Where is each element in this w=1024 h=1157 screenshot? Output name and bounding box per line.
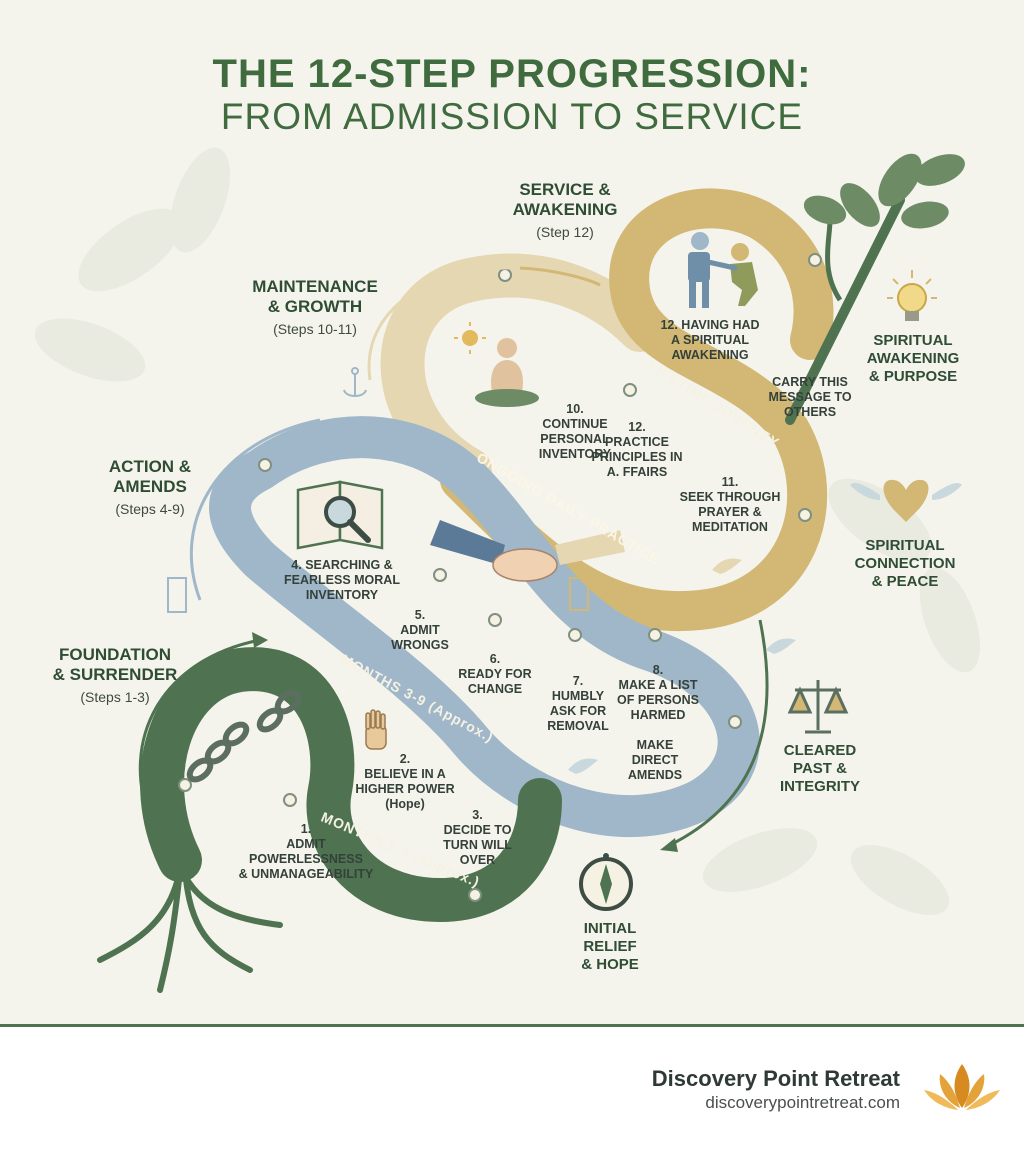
handshake-icon (430, 520, 625, 582)
roots (97, 867, 283, 993)
step-4-label: 4. SEARCHING & FEARLESS MORAL INVENTORY (284, 558, 400, 602)
scales-icon (787, 680, 849, 734)
step-12-practice-label: 12. PRACTICE PRINCIPLES IN A. FFAIRS (591, 420, 683, 479)
milestone-dots (178, 253, 822, 902)
maintenance-path (380, 253, 662, 492)
tree-icon (785, 153, 965, 425)
moon-icon (535, 330, 548, 353)
door-icon (167, 577, 187, 613)
winged-heart-icon (850, 479, 962, 522)
arrow-service (519, 266, 601, 287)
anchor-icon (343, 367, 367, 397)
step-7-label: 7. HUMBLY ASK FOR REMOVAL (547, 674, 609, 733)
footer (0, 1024, 1024, 1157)
carry-message-label: CARRY THIS MESSAGE TO OTHERS (768, 375, 852, 419)
sun-icon (454, 322, 486, 354)
dove-icon (712, 558, 742, 574)
background-leaves (34, 147, 981, 915)
infographic-stage: THE 12-STEP PROGRESSION: FROM ADMISSION … (34, 52, 981, 993)
action-path (209, 416, 760, 838)
arrow-return (669, 619, 769, 847)
helping-hand-icon (688, 232, 758, 308)
step-3-label: 3. DECIDE TO TURN WILL OVER (443, 808, 512, 867)
step-11-label: 11. SEEK THROUGH PRAYER & MEDITATION (679, 475, 781, 534)
step-5-label: 5. ADMIT WRONGS (391, 608, 449, 652)
dove-icon (766, 638, 796, 654)
page-title: THE 12-STEP PROGRESSION: (212, 52, 812, 96)
raised-hand-icon (365, 709, 387, 750)
page-subtitle: FROM ADMISSION TO SERVICE (220, 96, 804, 137)
arrow-head-foundation (252, 632, 268, 648)
lotus-logo-icon (924, 1064, 1000, 1110)
stage-action: ACTION & AMENDS (Steps 4-9) (108, 457, 192, 517)
compass-icon (579, 853, 633, 911)
lightbulb-icon (887, 270, 937, 321)
broken-chain-icon (186, 689, 302, 783)
brand-name: Discovery Point Retreat (651, 1066, 900, 1091)
step-10-label: 10. CONTINUE PERSONAL INVENTORY (538, 402, 612, 461)
step-6-label: 6. READY FOR CHANGE (458, 652, 532, 696)
outcome-purpose: SPIRITUAL AWAKENING & PURPOSE (866, 332, 960, 385)
step-8-label: 8. MAKE A LIST OF PERSONS HARMED (617, 663, 699, 722)
step-12-awakening-label: 12. HAVING HAD A SPIRITUAL AWAKENING (660, 318, 760, 362)
door-icon (569, 577, 589, 611)
step-1-label: 1. ADMIT POWERLESSNESS & UNMANAGEABILITY (238, 822, 374, 881)
outcome-integrity: CLEARED PAST & INTEGRITY (779, 742, 860, 795)
stage-maintenance: MAINTENANCE & GROWTH (Steps 10-11) (252, 277, 378, 337)
arrow-foundation (138, 638, 261, 821)
stage-service: SERVICE & AWAKENING (Step 12) (512, 180, 618, 240)
dove-icon (568, 758, 598, 774)
foundation-path (140, 647, 562, 923)
arrow-head-return (660, 838, 678, 852)
arrow-maintenance (367, 266, 521, 381)
step-2-label: 2. BELIEVE IN A HIGHER POWER (Hope) (355, 752, 455, 811)
arrow-action (189, 418, 321, 601)
brand-url: discoverypointretreat.com (705, 1093, 900, 1112)
meditation-icon (475, 338, 539, 407)
outcome-relief: INITIAL RELIEF & HOPE (581, 920, 639, 973)
outcome-connection: SPIRITUAL CONNECTION & PEACE (854, 537, 956, 590)
stage-foundation: FOUNDATION & SURRENDER (Steps 1-3) (52, 645, 178, 705)
book-magnifier-icon (296, 480, 384, 550)
path-diagram (34, 147, 981, 993)
step-9-label: MAKE DIRECT AMENDS (627, 738, 683, 782)
service-path (440, 188, 834, 632)
